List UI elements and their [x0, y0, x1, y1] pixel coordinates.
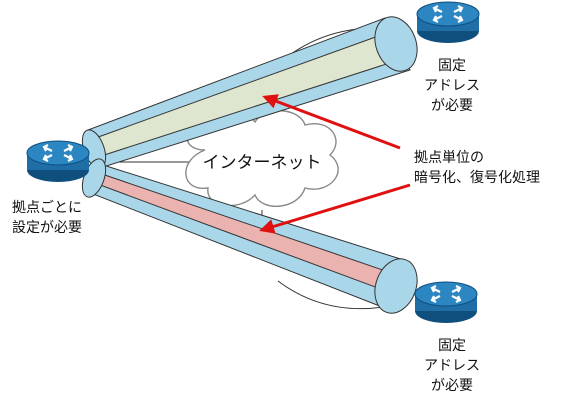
top-router-label-line1: 固定	[438, 58, 466, 74]
bottom-router-label-line1: 固定	[438, 338, 466, 354]
callout-label-line1: 拠点単位の	[414, 150, 484, 166]
top-router-label-line3: が必要	[431, 98, 473, 114]
lower-tunnel	[81, 158, 418, 314]
left-router-label-line1: 拠点ごとに	[12, 200, 82, 216]
red-arrow	[259, 94, 411, 234]
left-router-label-line2: 設定が必要	[12, 220, 82, 236]
bottom-router-label-line3: が必要	[431, 378, 473, 394]
bottom-router-label-line2: アドレス	[424, 358, 480, 374]
upper-tunnel-end	[374, 16, 418, 72]
upper-tunnel	[81, 16, 418, 169]
router-icon	[416, 1, 480, 43]
internet-cloud: インターネット	[185, 109, 339, 208]
router-icon	[26, 140, 90, 182]
callout-label-line2: 暗号化、復号化処理	[414, 169, 540, 186]
internet-label: インターネット	[203, 153, 322, 173]
top-router-label-line2: アドレス	[424, 78, 480, 94]
router-icon	[414, 281, 478, 323]
